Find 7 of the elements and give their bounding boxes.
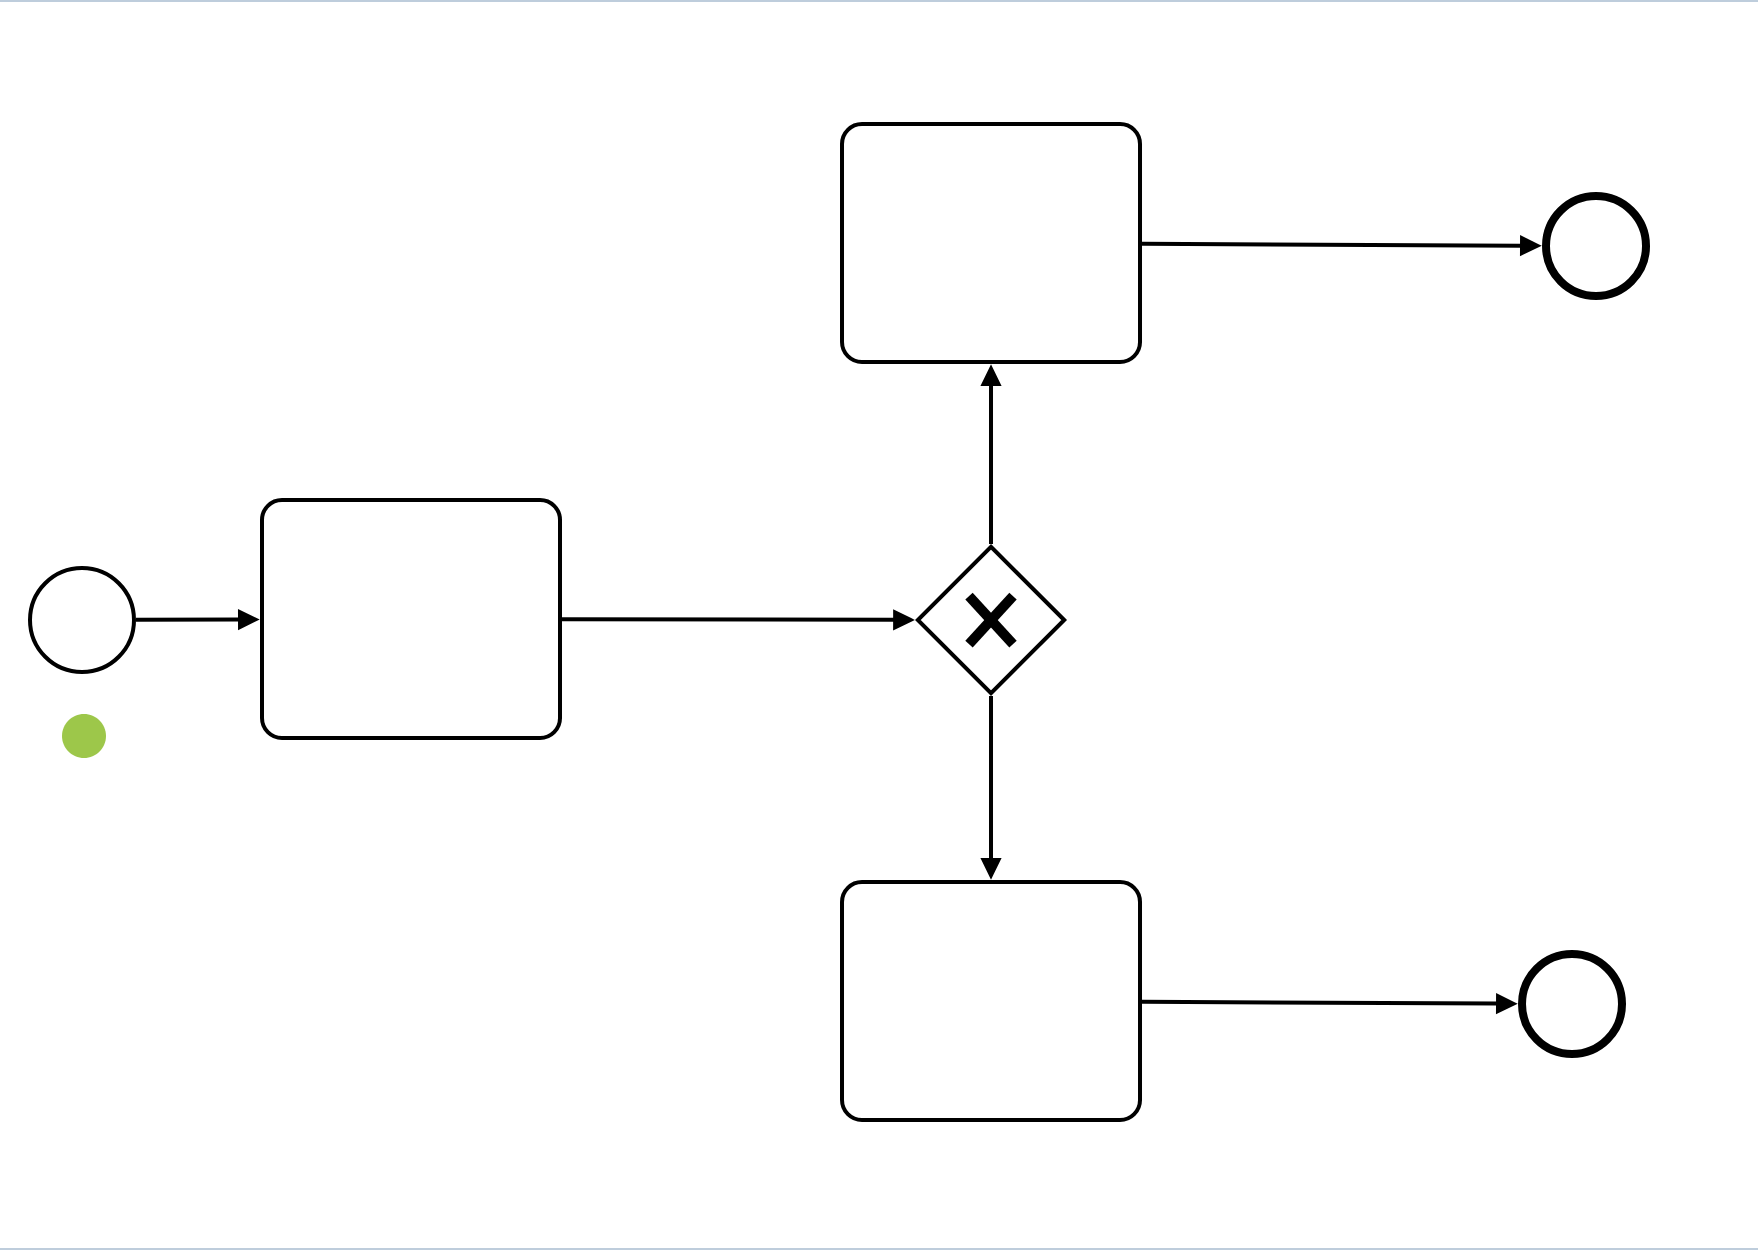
task-box [840,122,1142,364]
end-event-circle [1542,192,1650,300]
end-event-circle [1518,950,1626,1058]
start-event-circle [28,566,136,674]
task-box [260,498,562,740]
gateway-diamond [915,544,1067,696]
task-box [840,880,1142,1122]
